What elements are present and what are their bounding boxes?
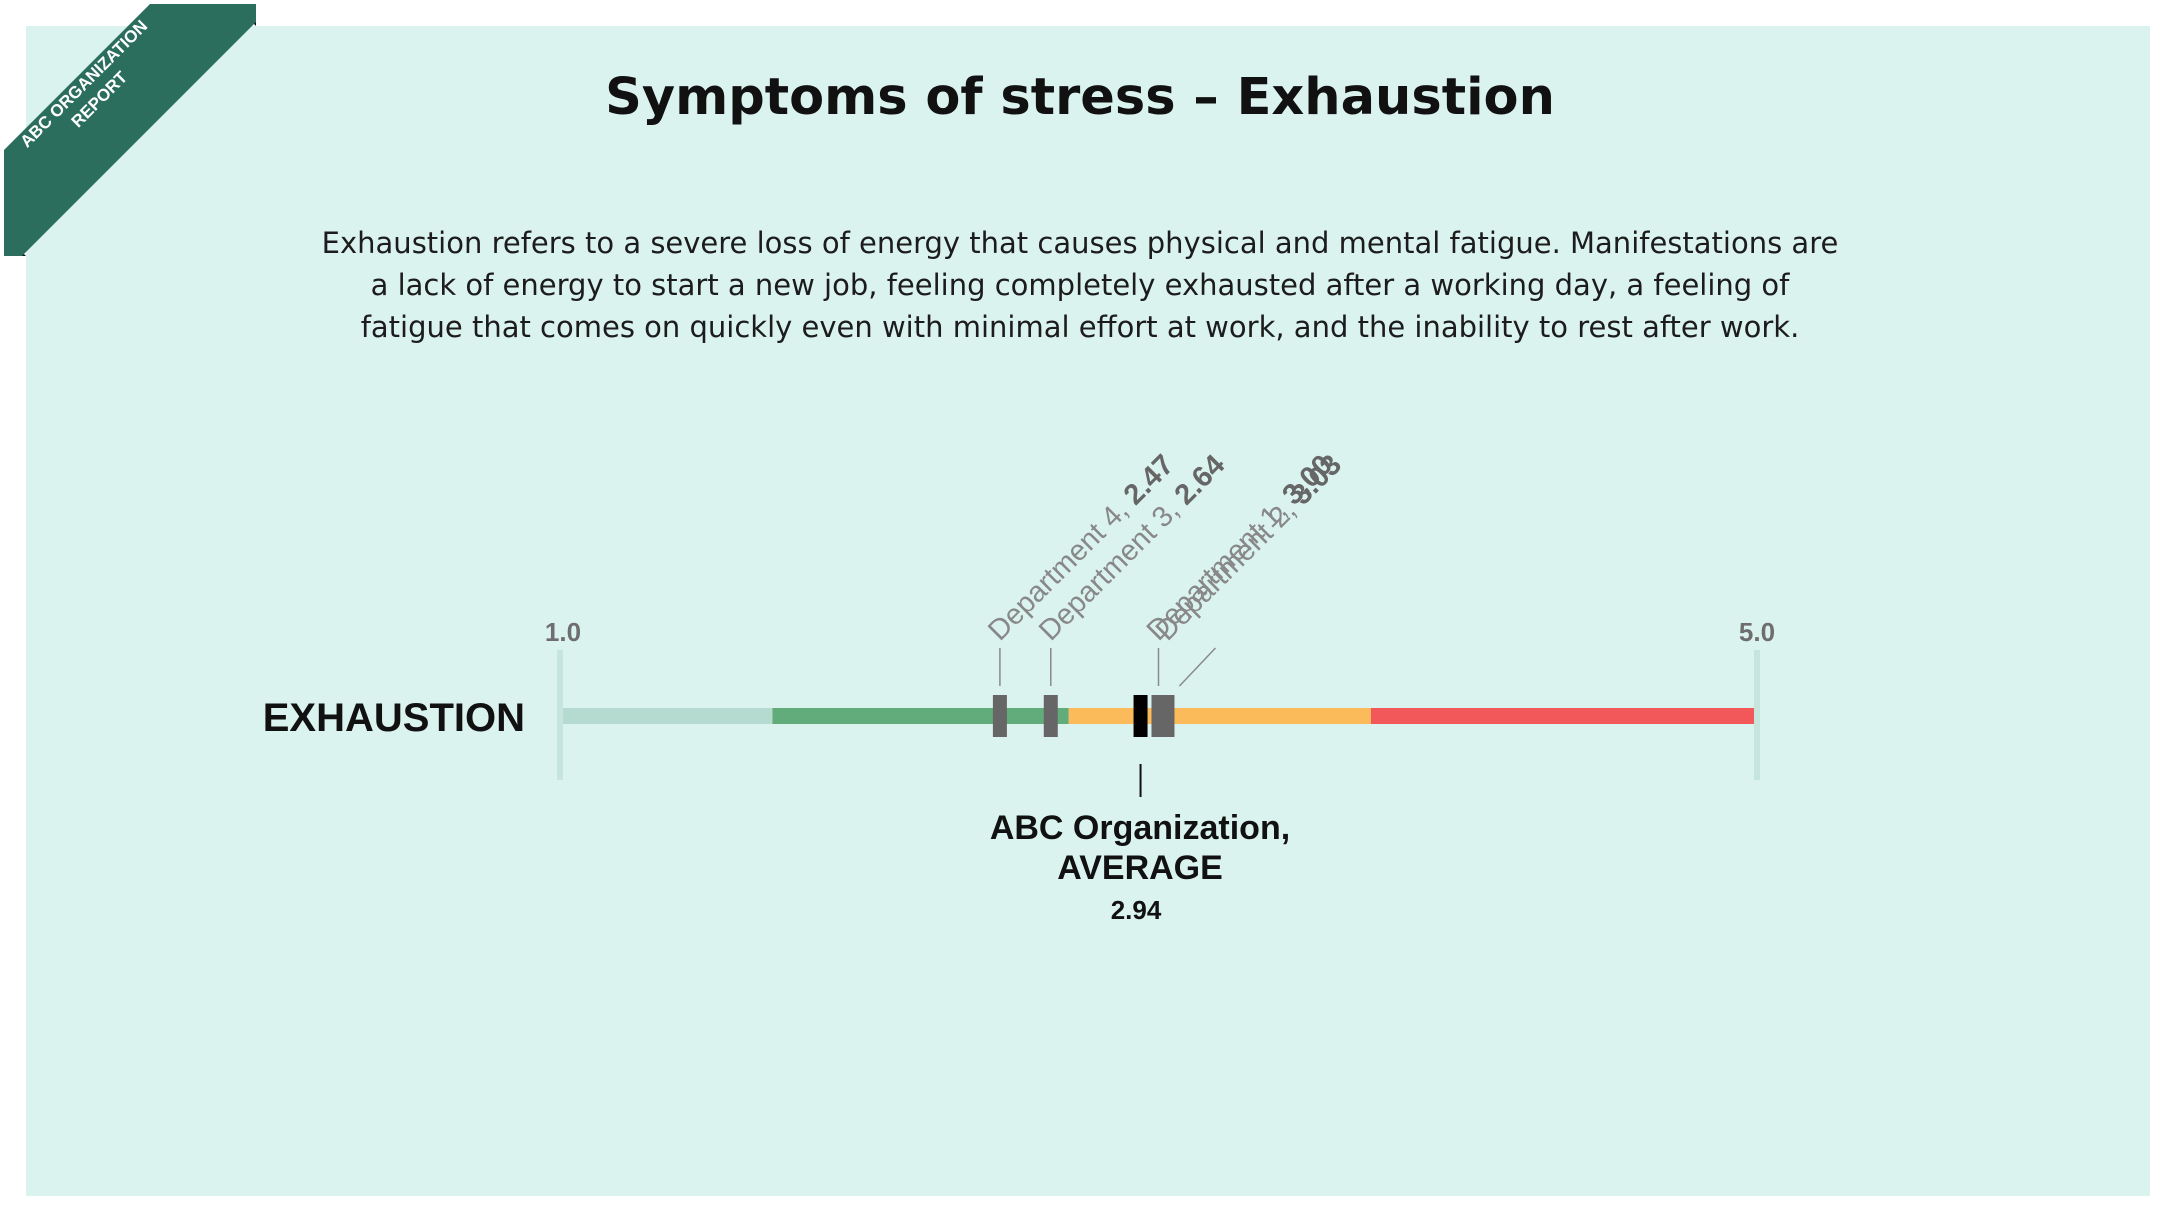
- scale-max-label: 5.0: [1739, 617, 1775, 647]
- ribbon-band: [4, 4, 256, 256]
- department-marker-department-3: [1043, 695, 1058, 737]
- scale-min-label: 1.0: [545, 617, 581, 647]
- department-leader-department-2: [1178, 647, 1217, 687]
- department-marker-department-2: [1160, 695, 1175, 737]
- scale-band-3: [1068, 708, 1371, 724]
- scale-band-2: [772, 708, 1069, 724]
- average-marker: [1133, 695, 1148, 737]
- slide-background: [26, 26, 2150, 1196]
- average-label-line1: ABC Organization,: [990, 809, 1290, 847]
- scale-band-1: [560, 708, 773, 724]
- department-marker-department-4: [992, 695, 1007, 737]
- scale-band-4: [1370, 708, 1757, 724]
- row-label: EXHAUSTION: [263, 696, 525, 740]
- average-value: 2.94: [1111, 895, 1162, 925]
- report-ribbon: ABC ORGANIZATION REPORT: [4, 4, 256, 256]
- page-title: Symptoms of stress – Exhaustion: [605, 68, 1555, 127]
- scale-end-ticks: [557, 650, 1760, 780]
- average-marker-group: [1133, 695, 1148, 797]
- average-label-line2: AVERAGE: [1057, 849, 1223, 887]
- page-description: Exhaustion refers to a severe loss of en…: [321, 226, 1839, 344]
